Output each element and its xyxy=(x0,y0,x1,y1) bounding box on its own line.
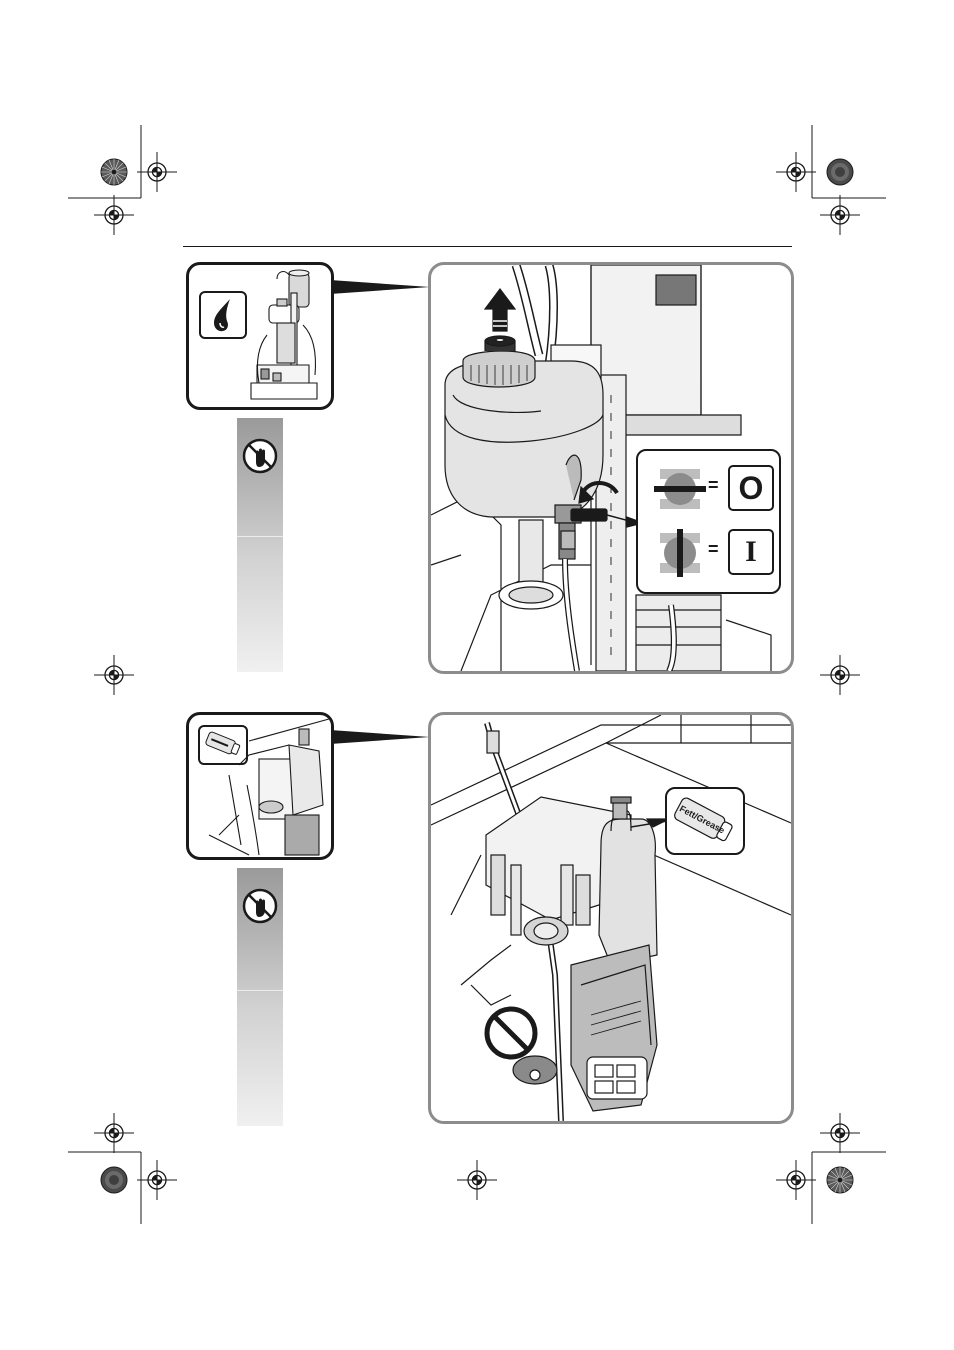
equals-sign-closed: = xyxy=(708,475,719,495)
equals-sign-open: = xyxy=(708,539,719,559)
oil-drop-badge xyxy=(199,291,247,339)
header-rule xyxy=(183,246,792,247)
drill-overview-drawing xyxy=(189,715,331,857)
oil-drop-icon xyxy=(201,293,245,337)
valve-closed-icon xyxy=(652,461,708,517)
overview-thumbnail xyxy=(186,262,334,410)
open-symbol-box: I xyxy=(728,529,774,575)
overview-thumbnail-bottom xyxy=(186,712,334,860)
grease-callout: Fett/Grease xyxy=(665,787,745,855)
zoom-connector-bottom xyxy=(330,726,430,750)
detail-panel-valve: = O = I xyxy=(428,262,794,674)
prohibited-sign-icon xyxy=(487,1009,535,1057)
valve-open-icon xyxy=(652,525,708,581)
open-symbol: I xyxy=(745,537,757,567)
closed-symbol: O xyxy=(739,472,764,504)
no-hand-icon xyxy=(242,438,278,474)
side-strip-bottom xyxy=(237,868,283,1126)
machine-overview-drawing xyxy=(247,265,333,407)
valve-position-legend: = O = I xyxy=(636,449,781,594)
side-strip-top xyxy=(237,418,283,672)
zoom-connector xyxy=(330,276,430,300)
detail-panel-grease: Fett/Grease xyxy=(428,712,794,1124)
drill-unit-drawing xyxy=(431,715,791,1121)
no-hand-icon-bottom xyxy=(242,888,278,924)
grease-can-icon-large: Fett/Grease xyxy=(667,789,743,853)
closed-symbol-box: O xyxy=(728,465,774,511)
